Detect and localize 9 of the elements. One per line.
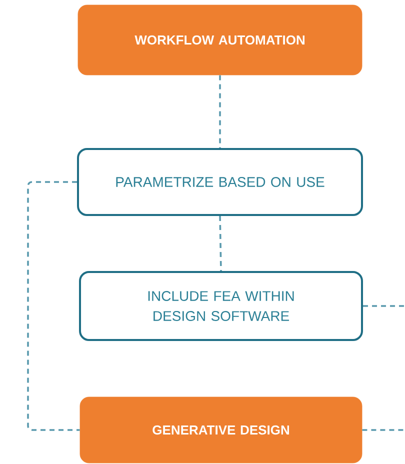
connector: [27, 181, 80, 431]
process-box: WORKFLOW AUTOMATION: [78, 4, 362, 76]
process-box: GENERATIVE DESIGN: [80, 396, 362, 464]
process-box: PARAMETRIZE BASED ON USE: [77, 148, 363, 216]
connector: [219, 75, 221, 148]
connector: [362, 429, 405, 431]
connector: [363, 305, 405, 307]
connector: [219, 216, 222, 272]
process-box: INCLUDE FEA WITHIN DESIGN SOFTWARE: [79, 271, 363, 341]
